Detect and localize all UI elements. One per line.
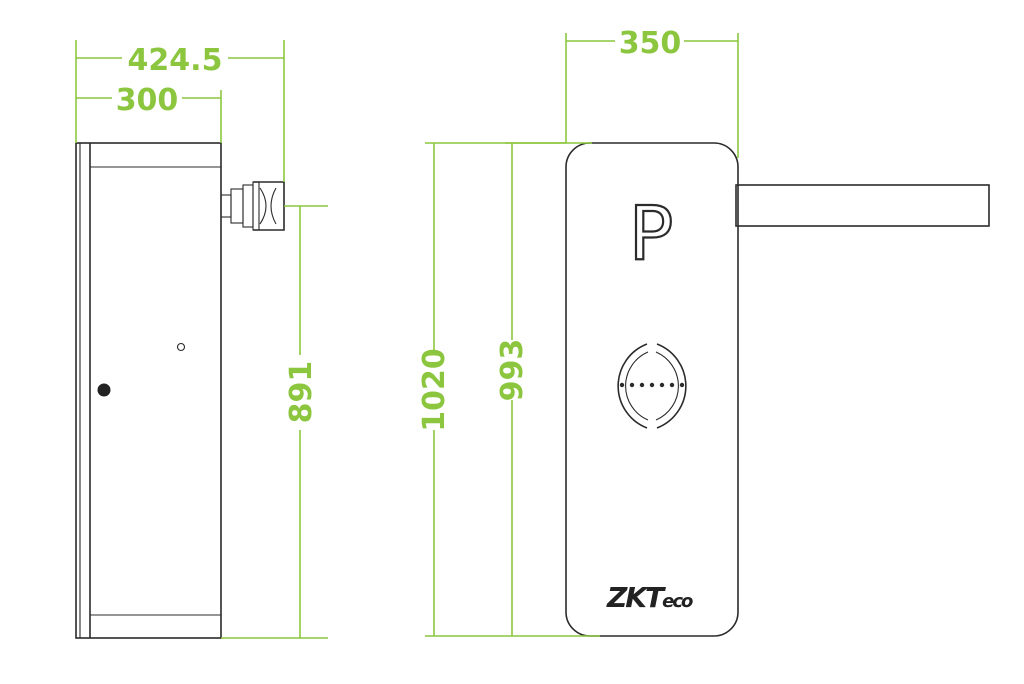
dim-label-424-5: 424.5 xyxy=(128,43,223,78)
dimension-front-width: 350 xyxy=(565,26,739,158)
dimension-side-height: 891 xyxy=(221,205,328,639)
dim-label-891: 891 xyxy=(284,361,319,424)
indicator-ring-icon xyxy=(617,343,687,429)
boom-mount-bracket xyxy=(220,181,285,231)
screw-hole-icon xyxy=(176,342,186,352)
door-lock-icon xyxy=(97,383,111,397)
dim-label-350: 350 xyxy=(619,26,682,61)
boom-arm xyxy=(735,184,990,227)
side-view: 424.5 300 891 xyxy=(75,40,328,639)
dim-label-1020: 1020 xyxy=(417,348,452,432)
front-cabinet-outline xyxy=(565,142,739,637)
dimension-front-body-height: 993 xyxy=(495,142,566,636)
side-cabinet-outline xyxy=(75,142,222,639)
dimension-side-total-width: 424.5 xyxy=(75,40,285,182)
dimension-front-total-height: 1020 xyxy=(417,142,600,637)
dimension-side-body-width: 300 xyxy=(76,83,222,143)
front-view: P ZKTeco 350 xyxy=(417,26,990,637)
dim-label-993: 993 xyxy=(495,339,530,402)
parking-p-icon: P xyxy=(629,191,674,277)
brand-logo: ZKTeco xyxy=(606,581,693,614)
dim-label-300: 300 xyxy=(116,83,179,118)
